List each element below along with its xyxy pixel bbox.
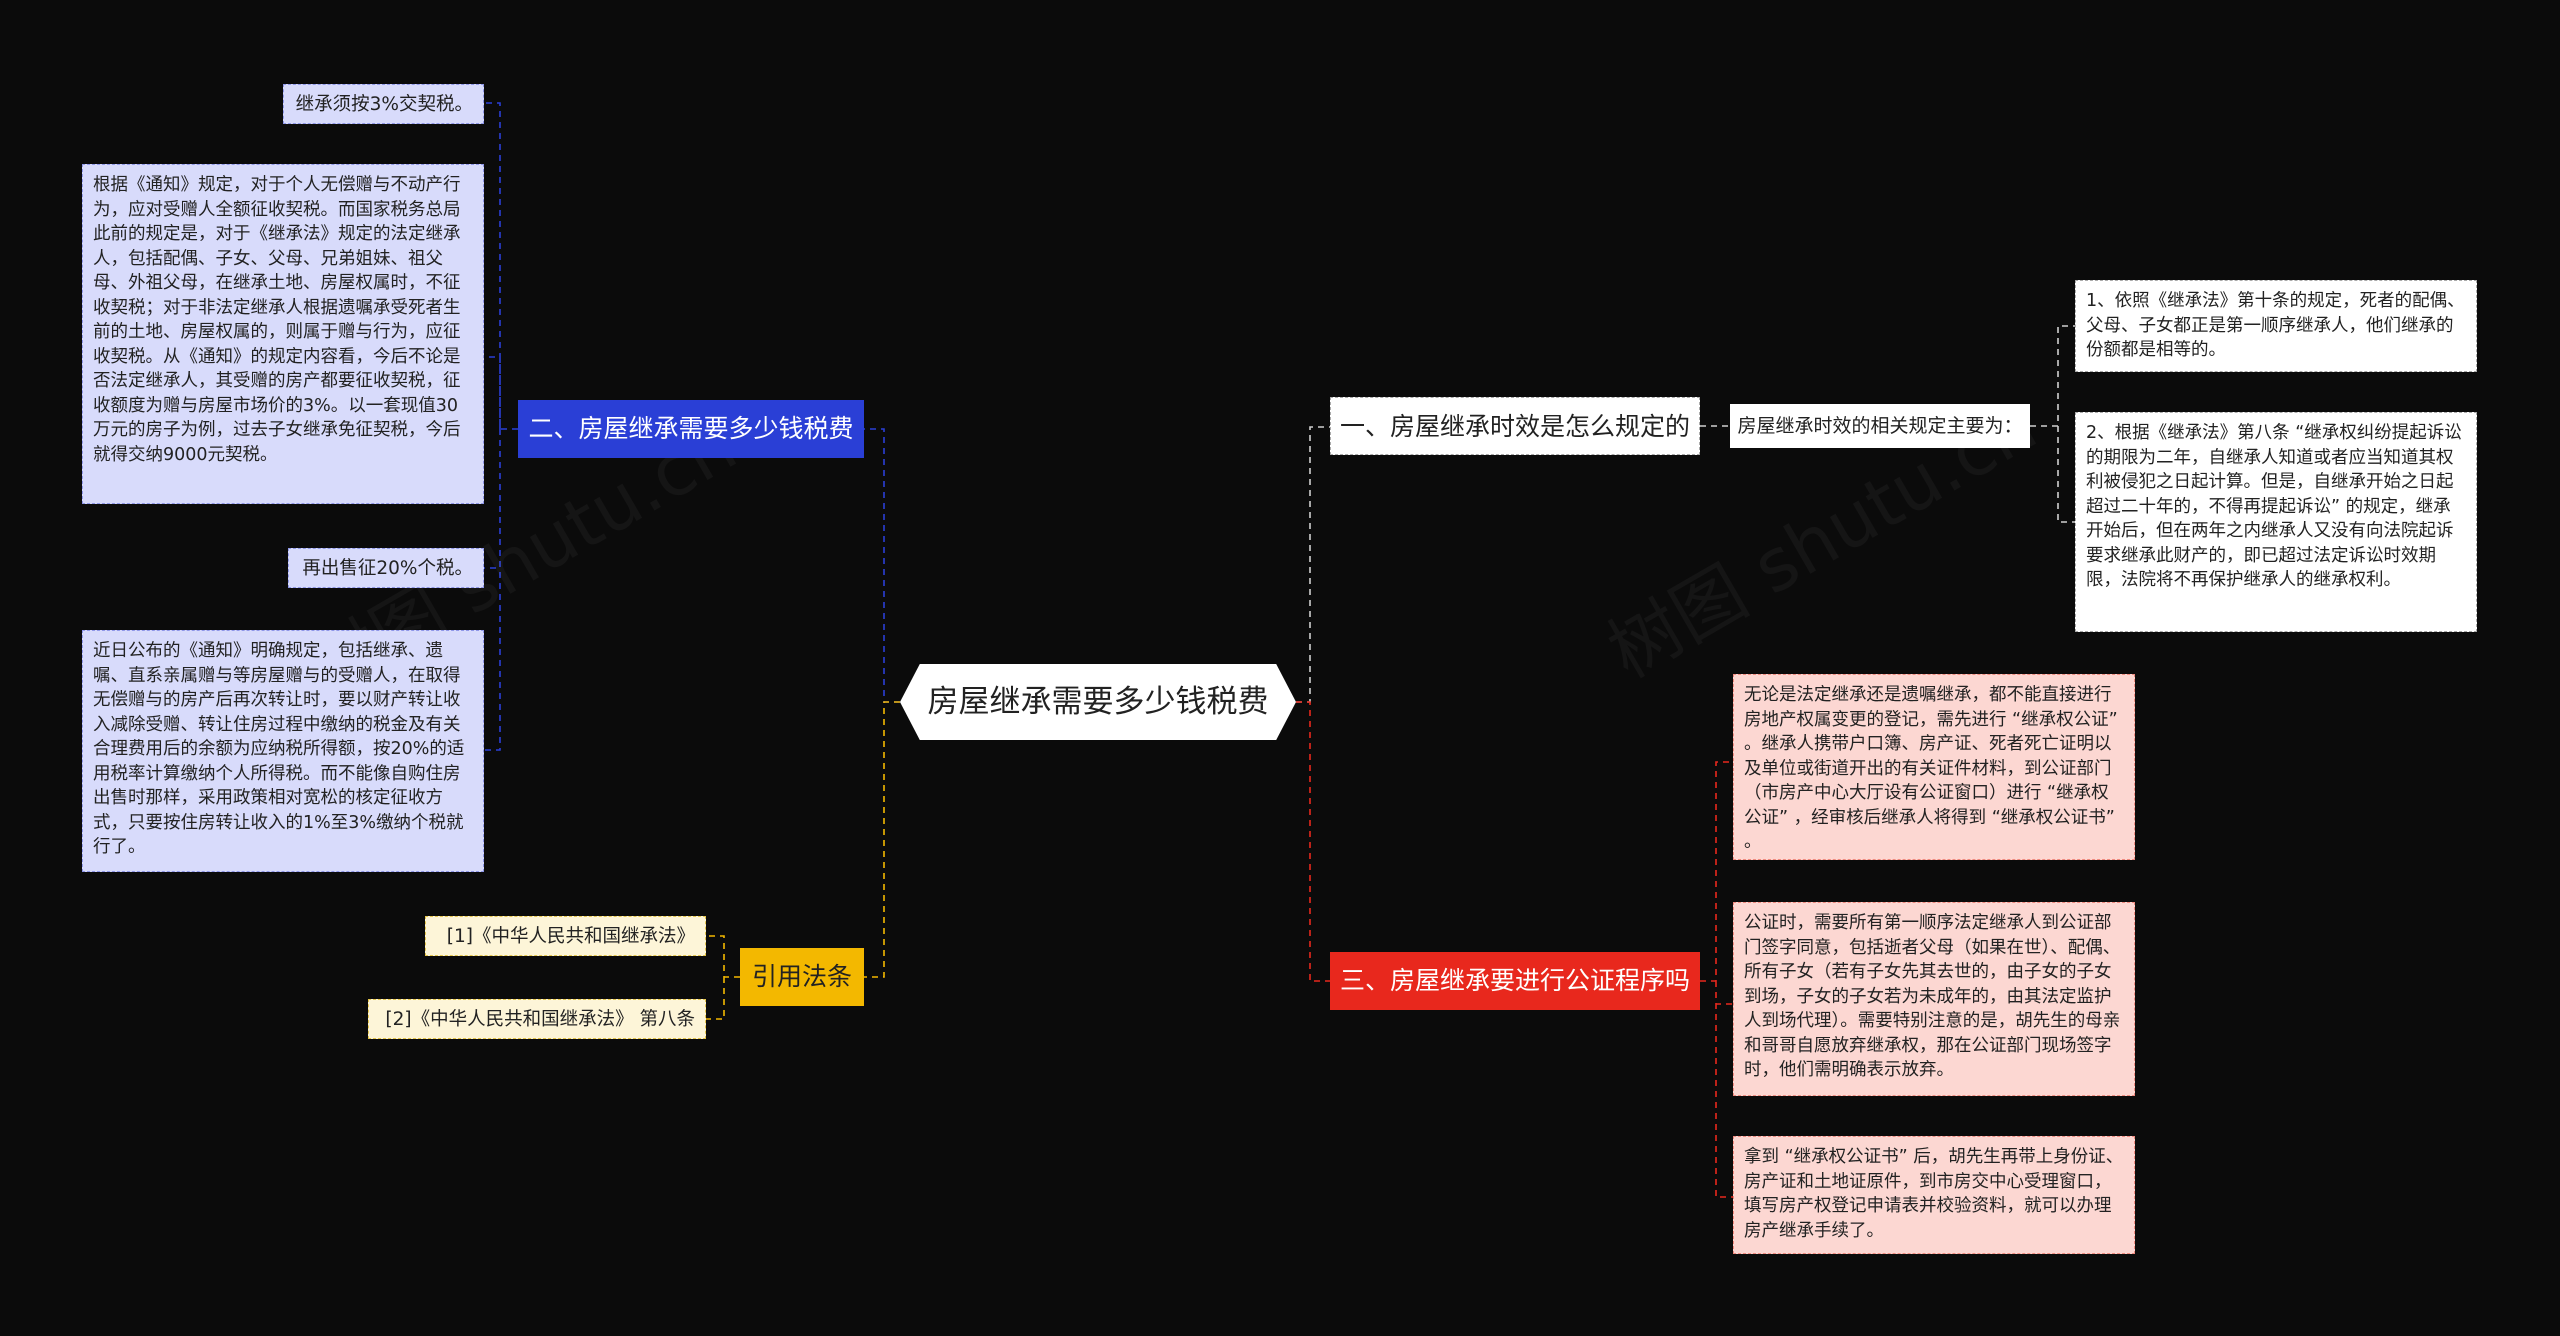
validity-item-2-text: 2、根据《继承法》第八条 “继承权纠纷提起诉讼的期限为二年，自继承人知道或者应当… <box>2086 423 2462 590</box>
branch-notary-label: 三、房屋继承要进行公证程序吗 <box>1339 966 1690 995</box>
refs-item-1[interactable]: [1]《中华人民共和国继承法》 <box>425 916 706 956</box>
link-center-validity <box>1296 426 1330 703</box>
link-tax-items <box>484 102 518 751</box>
validity-sub-label: 房屋继承时效的相关规定主要为： <box>1737 415 2023 437</box>
validity-sub-topic[interactable]: 房屋继承时效的相关规定主要为： <box>1730 404 2030 448</box>
branch-validity[interactable]: 一、房屋继承时效是怎么规定的 <box>1330 397 1700 455</box>
tax-item-1-text: 继承须按3%交契税。 <box>295 94 473 115</box>
tax-item-2-text: 根据《通知》规定，对于个人无偿赠与不动产行为，应对受赠人全额征收契税。而国家税务… <box>93 175 461 465</box>
tax-item-3[interactable]: 再出售征20%个税。 <box>288 548 484 588</box>
link-sub-items <box>2030 325 2075 523</box>
notary-item-2[interactable]: 公证时，需要所有第一顺序法定继承人到公证部门签字同意，包括逝者父母（如果在世）、… <box>1733 902 2135 1096</box>
notary-item-3[interactable]: 拿到 “继承权公证书” 后，胡先生再带上身份证、房产证和土地证原件，到市房交中心… <box>1733 1136 2135 1254</box>
link-center-notary <box>1296 701 1330 982</box>
branch-tax-label: 二、房屋继承需要多少钱税费 <box>528 414 854 443</box>
branch-refs[interactable]: 引用法条 <box>740 948 864 1006</box>
root-topic[interactable]: 房屋继承需要多少钱税费 <box>900 664 1296 740</box>
validity-item-2[interactable]: 2、根据《继承法》第八条 “继承权纠纷提起诉讼的期限为二年，自继承人知道或者应当… <box>2075 412 2477 632</box>
validity-item-1-text: 1、依照《继承法》第十条的规定，死者的配偶、父母、子女都正是第一顺序继承人，他们… <box>2086 291 2465 360</box>
refs-item-2-text: [2]《中华人民共和国继承法》 第八条 <box>385 1009 695 1030</box>
tax-item-4-text: 近日公布的《通知》明确规定，包括继承、遗嘱、直系亲属赠与等房屋赠与的受赠人，在取… <box>93 641 465 857</box>
notary-item-2-text: 公证时，需要所有第一顺序法定继承人到公证部门签字同意，包括逝者父母（如果在世）、… <box>1744 913 2121 1080</box>
root-topic-label: 房屋继承需要多少钱税费 <box>927 684 1269 720</box>
link-center-refs <box>864 701 900 978</box>
link-notary-items <box>1700 761 1733 1198</box>
tax-item-3-text: 再出售征20%个税。 <box>302 558 473 579</box>
link-refs-items <box>706 935 740 1020</box>
notary-item-1-text: 无论是法定继承还是遗嘱继承，都不能直接进行房地产权属变更的登记，需先进行 “继承… <box>1744 685 2118 852</box>
tax-item-1[interactable]: 继承须按3%交契税。 <box>283 84 484 124</box>
validity-item-1[interactable]: 1、依照《继承法》第十条的规定，死者的配偶、父母、子女都正是第一顺序继承人，他们… <box>2075 280 2477 372</box>
refs-item-1-text: [1]《中华人民共和国继承法》 <box>446 926 695 947</box>
notary-item-1[interactable]: 无论是法定继承还是遗嘱继承，都不能直接进行房地产权属变更的登记，需先进行 “继承… <box>1733 674 2135 860</box>
branch-notary[interactable]: 三、房屋继承要进行公证程序吗 <box>1330 952 1700 1010</box>
branch-tax[interactable]: 二、房屋继承需要多少钱税费 <box>518 400 864 458</box>
notary-item-3-text: 拿到 “继承权公证书” 后，胡先生再带上身份证、房产证和土地证原件，到市房交中心… <box>1744 1147 2124 1241</box>
refs-item-2[interactable]: [2]《中华人民共和国继承法》 第八条 <box>368 999 706 1039</box>
tax-item-2[interactable]: 根据《通知》规定，对于个人无偿赠与不动产行为，应对受赠人全额征收契税。而国家税务… <box>82 164 484 504</box>
branch-refs-label: 引用法条 <box>751 962 852 991</box>
branch-validity-label: 一、房屋继承时效是怎么规定的 <box>1339 412 1690 441</box>
tax-item-4[interactable]: 近日公布的《通知》明确规定，包括继承、遗嘱、直系亲属赠与等房屋赠与的受赠人，在取… <box>82 630 484 872</box>
link-center-tax <box>864 428 900 703</box>
